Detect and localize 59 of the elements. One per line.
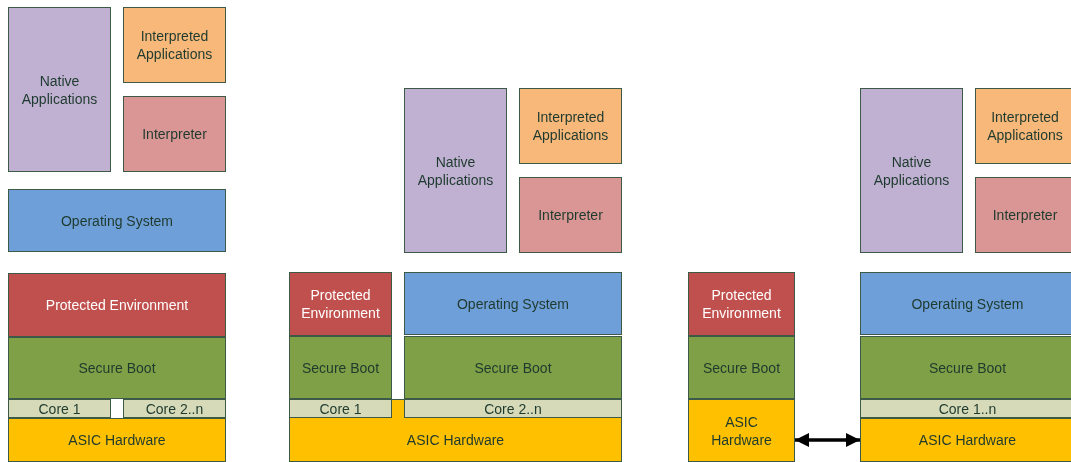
secure-boot-box: [8, 337, 226, 399]
layer-label: ASIC Hardware: [710, 412, 773, 449]
layer-label: Interpreted Applications: [531, 108, 610, 144]
layer-label: Native Applications: [416, 152, 495, 189]
core-box: [404, 399, 622, 418]
layer-label: Protected Environment: [701, 286, 782, 322]
application-layer-box: [8, 7, 111, 172]
layer-label: Operating System: [910, 294, 1025, 313]
core-box: [860, 399, 1071, 418]
layer-label: Operating System: [455, 294, 571, 313]
application-layer-box: [860, 88, 963, 253]
layer-label: ASIC Hardware: [67, 431, 167, 449]
protected-environment-box: [688, 272, 795, 336]
layer-label: ASIC Hardware: [917, 431, 1018, 449]
hardware-box: [860, 418, 1071, 462]
layer-label: Operating System: [59, 211, 175, 230]
layer-label: Interpreter: [141, 125, 208, 143]
double-arrow: [795, 433, 860, 447]
layer-label: Protected Environment: [300, 286, 381, 322]
layer-label: Native Applications: [872, 152, 951, 189]
secure-boot-box: [860, 336, 1071, 399]
layer-label: Protected Environment: [44, 296, 190, 314]
protected-environment-box: [8, 273, 226, 337]
core-box: [123, 399, 226, 418]
hardware-box: [688, 399, 795, 462]
interpreter-box: [975, 177, 1071, 253]
protected-environment-box: [289, 272, 392, 336]
layer-label: Interpreted Applications: [135, 27, 214, 63]
layer-label: Secure Boot: [77, 359, 157, 377]
secure-boot-box: [688, 336, 795, 399]
secure-boot-box: [404, 336, 622, 399]
operating-system-box: [404, 272, 622, 335]
core-box: [8, 399, 111, 418]
hardware-box: [8, 418, 226, 462]
layer-label: Core 2..n: [483, 399, 543, 418]
layer-label: Interpreter: [991, 206, 1059, 224]
layer-label: Interpreter: [537, 206, 604, 224]
layer-label: ASIC Hardware: [405, 431, 506, 449]
layer-label: Core 1: [318, 399, 363, 418]
application-layer-box: [123, 7, 226, 83]
operating-system-box: [8, 189, 226, 252]
layer-label: Core 2..n: [144, 399, 205, 418]
application-layer-box: [519, 88, 622, 164]
layer-label: Interpreted Applications: [986, 108, 1064, 144]
layer-label: Secure Boot: [300, 358, 381, 377]
layer-label: Core 1: [37, 399, 82, 418]
core-box: [289, 399, 392, 418]
interpreter-box: [519, 177, 622, 253]
layer-label: Secure Boot: [473, 358, 553, 377]
layer-label: Native Applications: [20, 71, 99, 108]
layer-label: Core 1..n: [937, 399, 998, 418]
application-layer-box: [975, 88, 1071, 164]
layer-label: Secure Boot: [927, 358, 1008, 377]
secure-boot-box: [289, 336, 392, 399]
operating-system-box: [860, 272, 1071, 335]
interpreter-box: [123, 96, 226, 172]
hardware-box: [289, 399, 622, 462]
application-layer-box: [404, 88, 507, 253]
layer-label: Secure Boot: [701, 358, 782, 377]
